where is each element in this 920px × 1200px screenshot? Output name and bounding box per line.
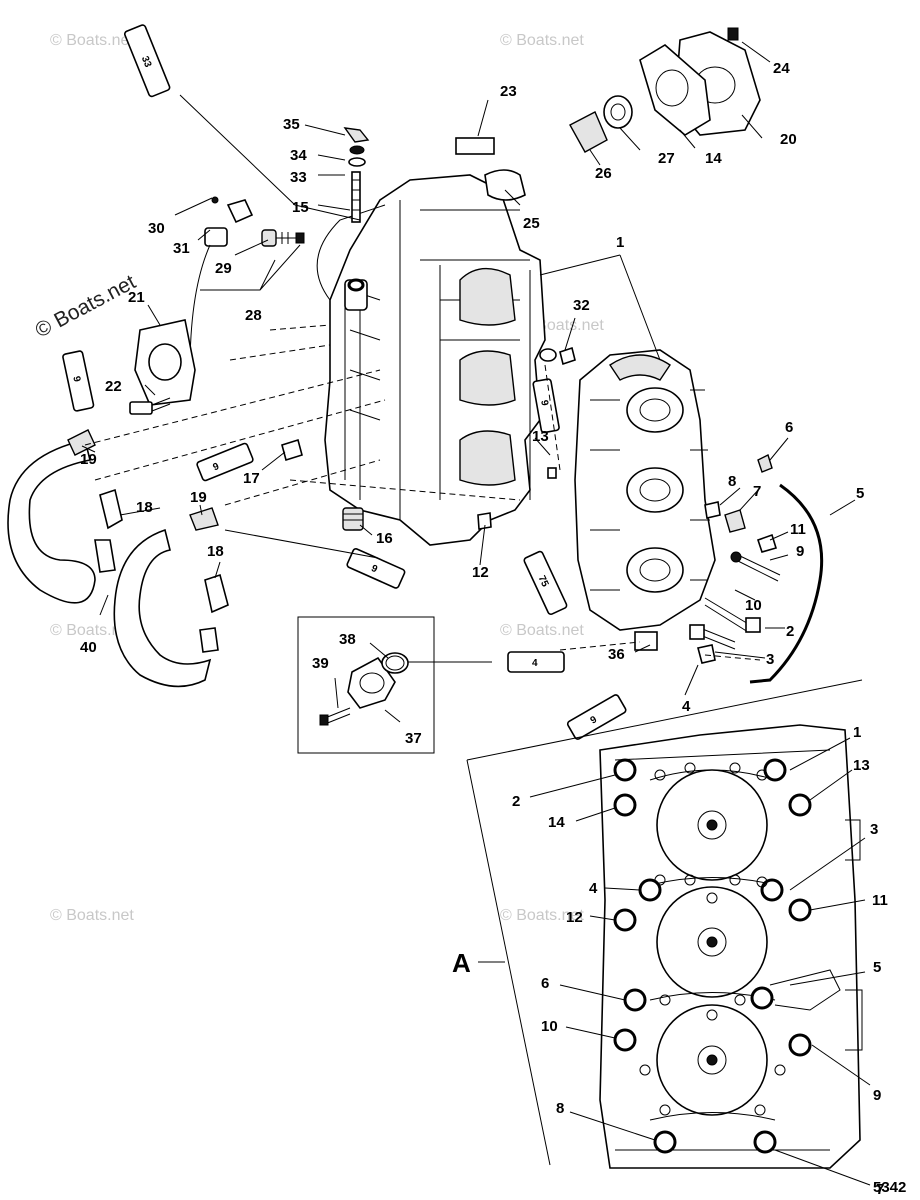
callout-1: 1 xyxy=(616,234,624,251)
tube-label: 33 xyxy=(139,55,154,70)
tube-label: 4 xyxy=(532,658,538,669)
callout-12: 12 xyxy=(472,564,489,581)
detail-callout-1: 1 xyxy=(853,724,861,741)
fittings xyxy=(67,429,229,614)
callout-14: 14 xyxy=(705,150,722,167)
fasteners xyxy=(281,346,781,664)
detail-a xyxy=(466,679,871,1186)
detail-leaders xyxy=(478,737,871,1186)
small-parts xyxy=(343,127,526,223)
callout-24: 24 xyxy=(773,60,790,77)
callout-21: 21 xyxy=(128,289,145,306)
inset-box xyxy=(297,616,492,754)
hose-40 xyxy=(7,439,219,688)
watermark: © Boats.net xyxy=(50,622,134,639)
watermark: © Boats.net xyxy=(50,32,134,49)
callout-6: 6 xyxy=(785,419,793,436)
callout-10: 10 xyxy=(745,597,762,614)
callout-9: 9 xyxy=(796,543,804,560)
detail-callout-9: 9 xyxy=(873,1087,881,1104)
callout-34: 34 xyxy=(290,147,307,164)
callout-32: 32 xyxy=(573,297,590,314)
hose-5 xyxy=(749,483,824,684)
callout-30: 30 xyxy=(148,220,165,237)
callout-19b: 19 xyxy=(190,489,207,506)
callout-4: 4 xyxy=(682,698,691,715)
callout-40: 40 xyxy=(80,639,97,656)
detail-callout-13: 13 xyxy=(853,757,870,774)
callout-38: 38 xyxy=(339,631,356,648)
detail-callout-14: 14 xyxy=(548,814,565,831)
callout-33: 33 xyxy=(290,169,307,186)
tube-label: 9 xyxy=(538,399,550,407)
gasket-21 xyxy=(129,319,196,415)
callout-20: 20 xyxy=(780,131,797,148)
tube-label: 9 xyxy=(369,563,379,575)
callout-18b: 18 xyxy=(207,543,224,560)
detail-callout-5: 5 xyxy=(873,959,881,976)
tube-label: 9 xyxy=(211,461,221,473)
callout-8: 8 xyxy=(728,473,736,490)
callout-22: 22 xyxy=(105,378,122,395)
callout-18: 18 xyxy=(136,499,153,516)
callout-labels: 1 2 3 4 5 6 7 8 9 10 11 12 13 14 15 16 1… xyxy=(80,60,864,747)
callout-25: 25 xyxy=(523,215,540,232)
callout-29: 29 xyxy=(215,260,232,277)
sensor-assembly xyxy=(185,196,305,379)
tube-label: 75 xyxy=(536,574,551,589)
tube-label: 9 xyxy=(70,375,82,383)
thermostat-cover-group xyxy=(569,27,761,153)
sealant-tubes: 33 9 9 9 9 75 4 9 xyxy=(62,24,627,740)
callout-5: 5 xyxy=(856,485,864,502)
callout-19: 19 xyxy=(80,451,97,468)
detail-a-callouts: 1 2 3 4 5 6 7 8 9 10 11 12 13 14 A xyxy=(452,724,888,1198)
callout-31: 31 xyxy=(173,240,190,257)
watermark: © Boats.net xyxy=(500,907,584,924)
callout-26: 26 xyxy=(595,165,612,182)
callout-37: 37 xyxy=(405,730,422,747)
small-holes xyxy=(639,762,786,1116)
detail-callout-10: 10 xyxy=(541,1018,558,1035)
figure-number: 5342 xyxy=(873,1179,906,1196)
callout-17: 17 xyxy=(243,470,260,487)
callout-28: 28 xyxy=(245,307,262,324)
leader-lines xyxy=(81,41,856,696)
alignment-lines xyxy=(84,324,761,661)
detail-callout-11: 11 xyxy=(872,892,888,909)
callout-7: 7 xyxy=(753,483,761,500)
detail-callout-12: 12 xyxy=(566,909,583,926)
callout-23: 23 xyxy=(500,83,517,100)
callout-13: 13 xyxy=(532,428,549,445)
crankcase-cover xyxy=(574,349,716,631)
callout-39: 39 xyxy=(312,655,329,672)
callout-27: 27 xyxy=(658,150,675,167)
callout-35: 35 xyxy=(283,116,300,133)
detail-callout-4: 4 xyxy=(589,880,598,897)
callout-3: 3 xyxy=(766,651,774,668)
callout-16: 16 xyxy=(376,530,393,547)
section-label-a: A xyxy=(452,948,471,978)
watermark: © Boats.net xyxy=(500,622,584,639)
detail-callout-2: 2 xyxy=(512,793,520,810)
detail-callout-8: 8 xyxy=(556,1100,564,1117)
callout-11: 11 xyxy=(790,521,806,538)
detail-callout-7: 7 xyxy=(876,1181,884,1198)
callout-2: 2 xyxy=(786,623,794,640)
callout-36: 36 xyxy=(608,646,625,663)
detail-callout-6: 6 xyxy=(541,975,549,992)
watermark: © Boats.net xyxy=(500,32,584,49)
watermark: © Boats.net xyxy=(32,270,140,342)
callout-15: 15 xyxy=(292,199,309,216)
cylinder-block xyxy=(316,174,546,546)
watermark: © Boats.net xyxy=(50,907,134,924)
tube-label: 9 xyxy=(589,714,600,727)
detail-callout-3: 3 xyxy=(870,821,878,838)
bolt-holes xyxy=(613,758,812,1154)
